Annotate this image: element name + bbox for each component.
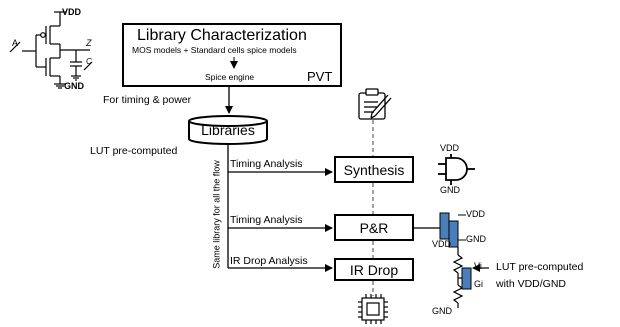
chip-icon [358, 294, 388, 324]
lib-box-engine: Spice engine [205, 72, 255, 82]
gnd-right-label: GND [466, 234, 486, 244]
lib-box-subtitle: MOS models + Standard cells spice models [132, 45, 297, 55]
libraries-label: Libraries [201, 122, 255, 138]
pr-label: P&R [359, 220, 389, 236]
lut-precomputed-label: LUT pre-computed [90, 145, 178, 157]
and-gate-vdd-label: VDD [440, 143, 460, 153]
inverter-schematic [9, 11, 93, 89]
and-gate-gnd-label: GND [440, 185, 460, 195]
ir-gnd-label: GND [432, 306, 452, 316]
inverter-vdd-label: VDD [62, 7, 82, 17]
pr-box: P&R [334, 214, 414, 241]
ir-drop-analysis-label: IR Drop Analysis [230, 255, 308, 267]
and-gate-symbol [438, 154, 475, 185]
inverter-gnd-label: GND [64, 81, 84, 91]
lut-vddgnd-line2: with VDD/GND [496, 278, 567, 290]
vdd-left-label: VDD [432, 239, 452, 249]
lut-vddgnd-line1: LUT pre-computed [496, 261, 584, 273]
clipboard-pencil-icon [358, 88, 392, 120]
vi-label: Vi [474, 261, 482, 271]
synthesis-label: Synthesis [343, 162, 405, 178]
inverter-input-label: A [12, 38, 19, 48]
inverter-output-label: Z [86, 38, 92, 48]
same-library-label: Same library for all the flow [211, 160, 222, 269]
gi-label: Gi [474, 279, 483, 289]
inverter-cap-label: C [86, 57, 92, 66]
lib-box-pvt: PVT [307, 69, 333, 84]
ir-drop-label: IR Drop [349, 262, 399, 278]
power-wires [414, 212, 466, 248]
vdd-top-label: VDD [466, 209, 486, 219]
ir-drop-box: IR Drop [334, 258, 414, 281]
for-timing-power-label: For timing & power [103, 94, 192, 106]
libraries-cylinder [188, 115, 268, 145]
cell-pin [461, 267, 472, 290]
timing-analysis-label-1: Timing Analysis [230, 158, 303, 170]
timing-analysis-label-2: Timing Analysis [230, 214, 303, 226]
lib-box-title: Library Characterization [137, 27, 307, 44]
resistor-model [452, 247, 489, 308]
synthesis-box: Synthesis [334, 156, 414, 183]
